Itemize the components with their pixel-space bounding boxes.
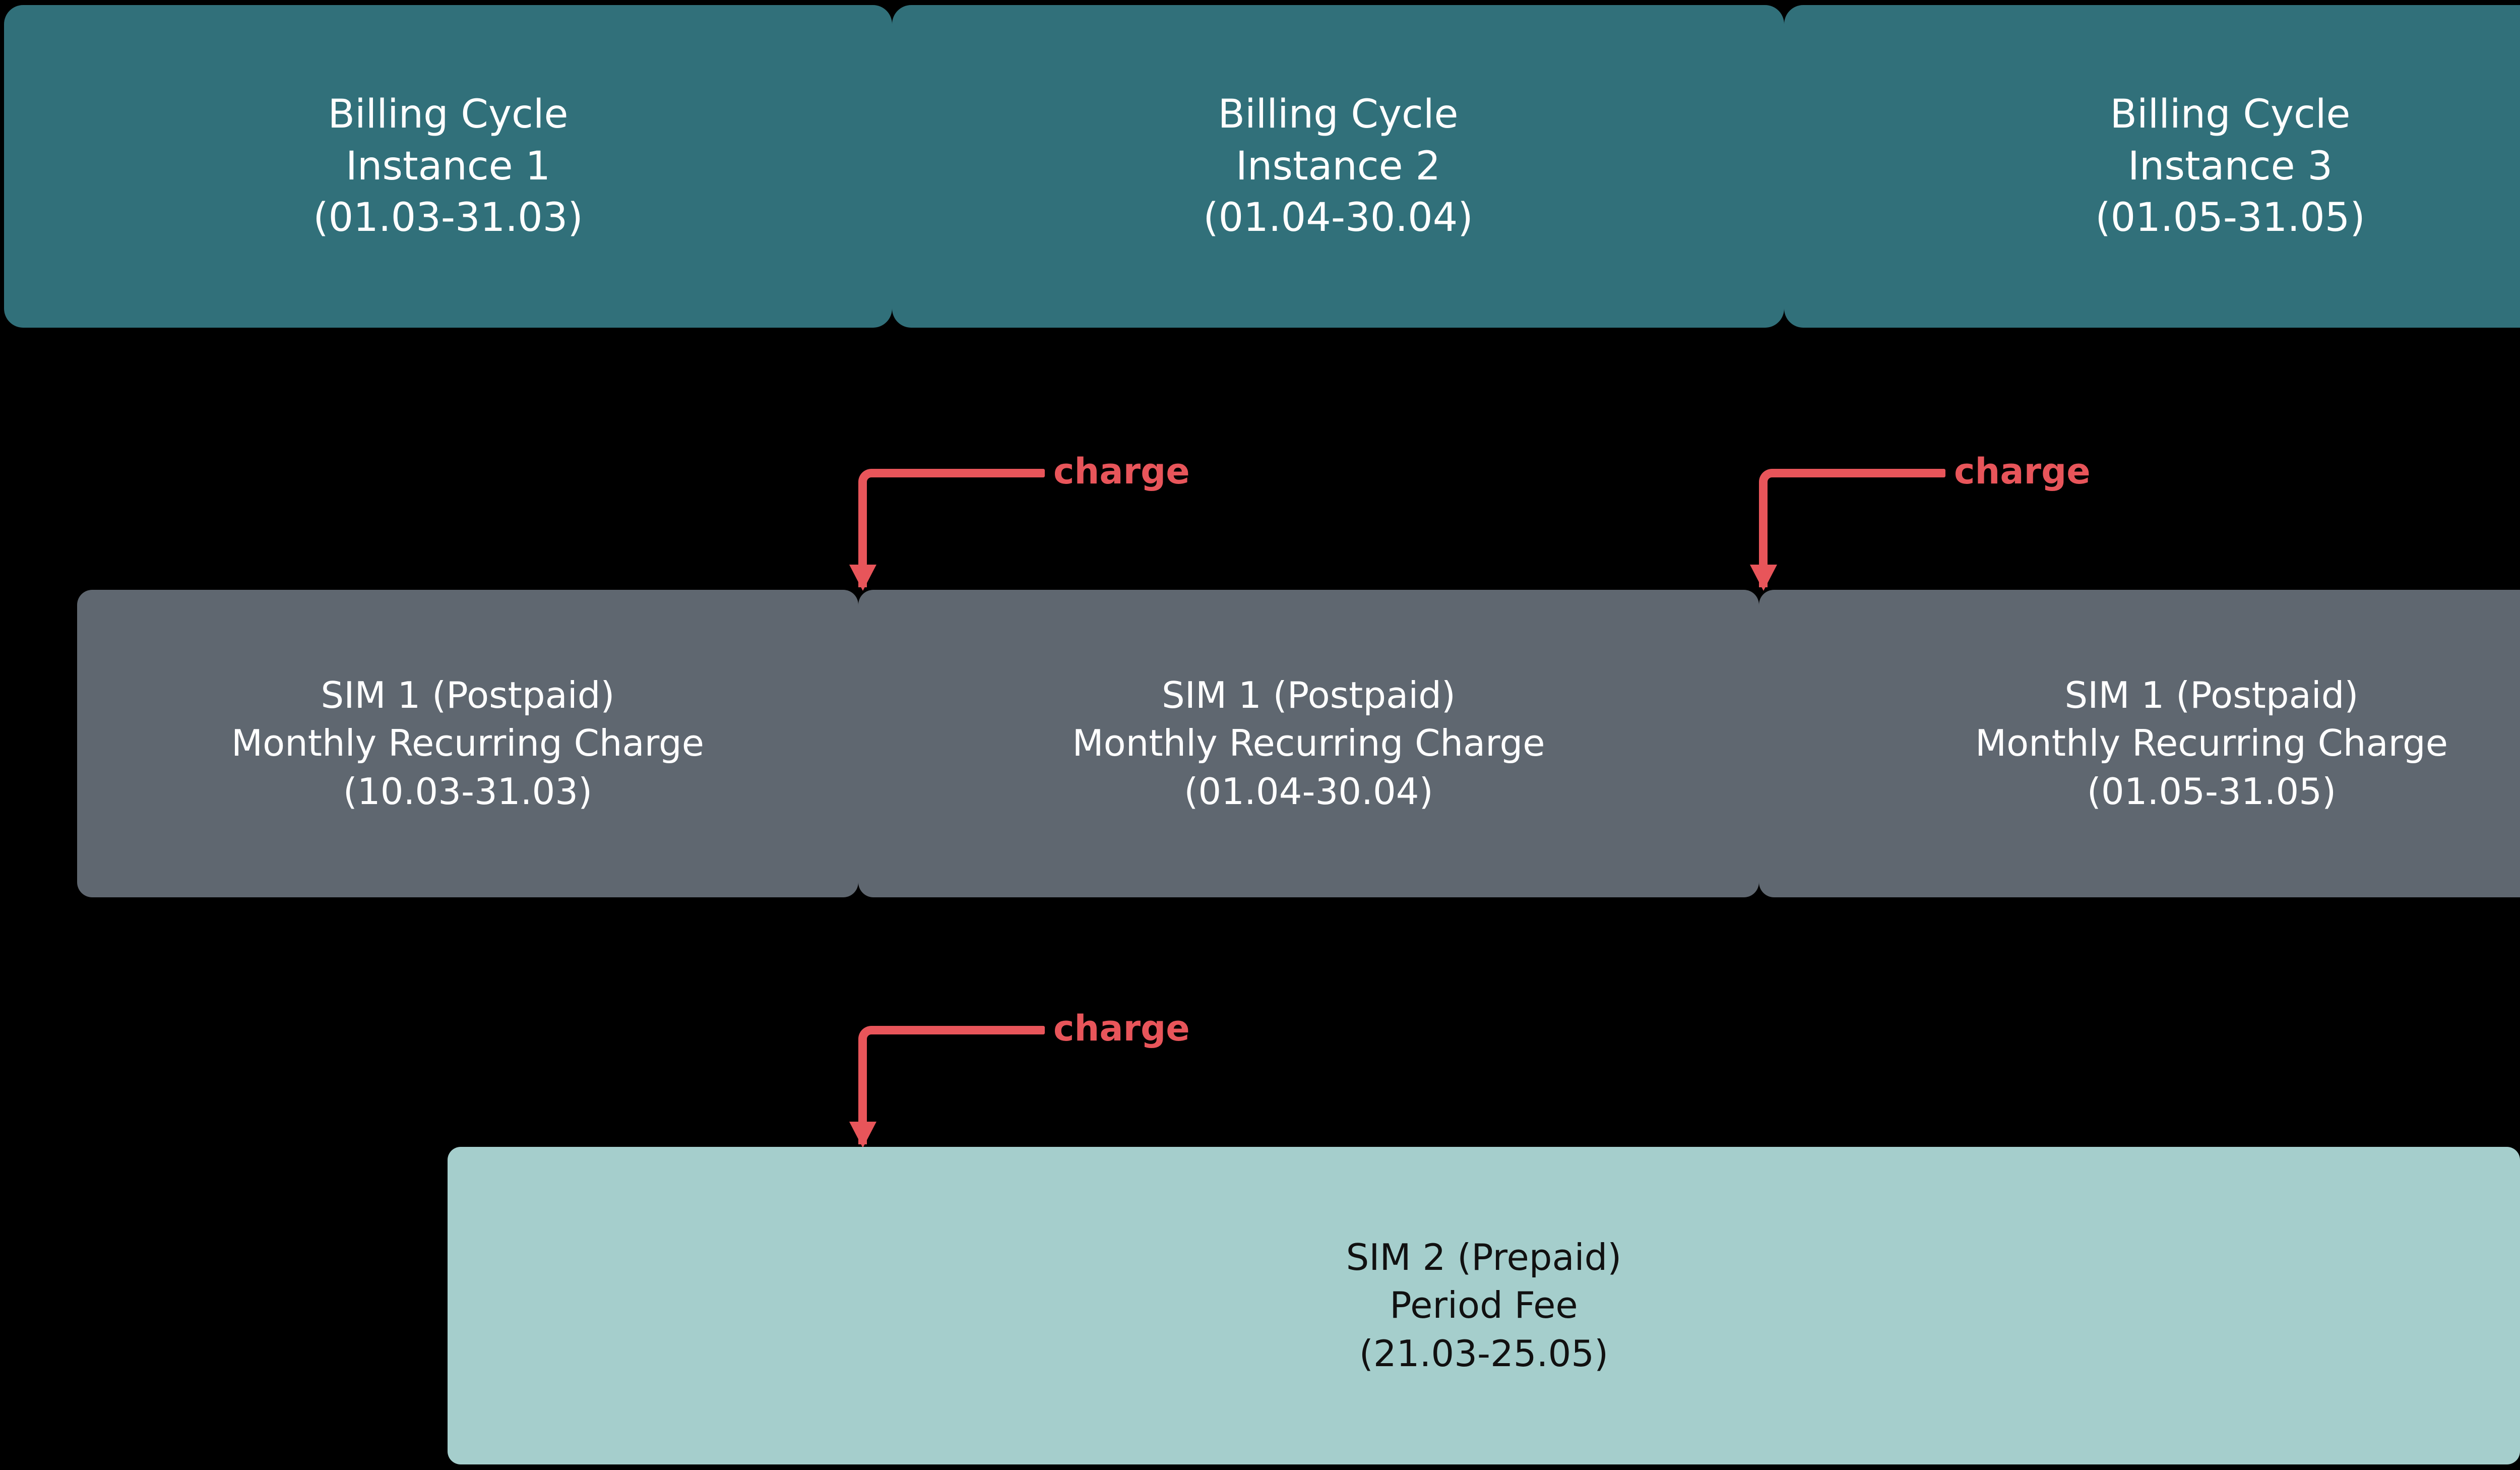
billing-cycle-2-line3: (01.04-30.04) xyxy=(1203,195,1473,241)
charge-label-1: charge xyxy=(1053,451,1190,492)
sim2-period-fee: SIM 2 (Prepaid) Period Fee (21.03-25.05) xyxy=(448,1147,2520,1464)
billing-cycle-instance-2: Billing Cycle Instance 2 (01.04-30.04) xyxy=(892,5,1784,328)
sim1-charge-3-line2: Monthly Recurring Charge xyxy=(1975,722,2448,765)
billing-cycle-1-line3: (01.03-31.03) xyxy=(313,195,583,241)
charge-label-2: charge xyxy=(1954,451,2091,492)
billing-cycle-1-line1: Billing Cycle xyxy=(328,91,569,137)
billing-cycle-instance-1: Billing Cycle Instance 1 (01.03-31.03) xyxy=(4,5,892,328)
sim1-charge-3: SIM 1 (Postpaid) Monthly Recurring Charg… xyxy=(1759,590,2520,897)
charge-connector-1-vertical xyxy=(858,489,867,587)
charge-connector-2-horizontal xyxy=(1772,469,1945,477)
billing-cycle-3-line3: (01.05-31.05) xyxy=(2095,195,2365,241)
charge-connector-2-elbow xyxy=(1759,469,1782,492)
charge-connector-4-vertical xyxy=(858,1046,867,1144)
billing-cycle-3-line1: Billing Cycle xyxy=(2110,91,2351,137)
sim1-charge-3-line1: SIM 1 (Postpaid) xyxy=(2064,674,2359,717)
sim1-charge-1: SIM 1 (Postpaid) Monthly Recurring Charg… xyxy=(77,590,858,897)
sim1-charge-1-line1: SIM 1 (Postpaid) xyxy=(321,674,615,717)
sim2-period-fee-line2: Period Fee xyxy=(1390,1284,1578,1327)
charge-connector-4-horizontal xyxy=(871,1026,1045,1034)
sim1-charge-1-line2: Monthly Recurring Charge xyxy=(231,722,704,765)
charge-connector-1-arrowhead xyxy=(849,565,876,591)
charge-connector-1-elbow xyxy=(858,469,881,492)
billing-cycle-instance-3: Billing Cycle Instance 3 (01.05-31.05) xyxy=(1784,5,2520,328)
sim1-charge-2-line1: SIM 1 (Postpaid) xyxy=(1162,674,1456,717)
charge-connector-2-arrowhead xyxy=(1750,565,1777,591)
billing-cycle-2-line2: Instance 2 xyxy=(1235,143,1441,189)
billing-cycle-2-line1: Billing Cycle xyxy=(1218,91,1459,137)
charge-connector-2-vertical xyxy=(1759,489,1768,587)
sim1-charge-3-line3: (01.05-31.05) xyxy=(2087,770,2337,813)
sim1-charge-2: SIM 1 (Postpaid) Monthly Recurring Charg… xyxy=(858,590,1759,897)
sim2-period-fee-line3: (21.03-25.05) xyxy=(1359,1332,1609,1375)
billing-cycle-1-line2: Instance 1 xyxy=(345,143,551,189)
sim1-charge-2-line2: Monthly Recurring Charge xyxy=(1072,722,1545,765)
charge-connector-4-elbow xyxy=(858,1026,881,1049)
charge-connector-4-arrowhead xyxy=(849,1122,876,1148)
charge-connector-1-horizontal xyxy=(871,469,1045,477)
charge-label-4: charge xyxy=(1053,1008,1190,1049)
sim1-charge-2-line3: (01.04-30.04) xyxy=(1184,770,1433,813)
sim1-charge-1-line3: (10.03-31.03) xyxy=(343,770,593,813)
billing-cycle-3-line2: Instance 3 xyxy=(2127,143,2333,189)
sim2-period-fee-line1: SIM 2 (Prepaid) xyxy=(1346,1236,1622,1279)
